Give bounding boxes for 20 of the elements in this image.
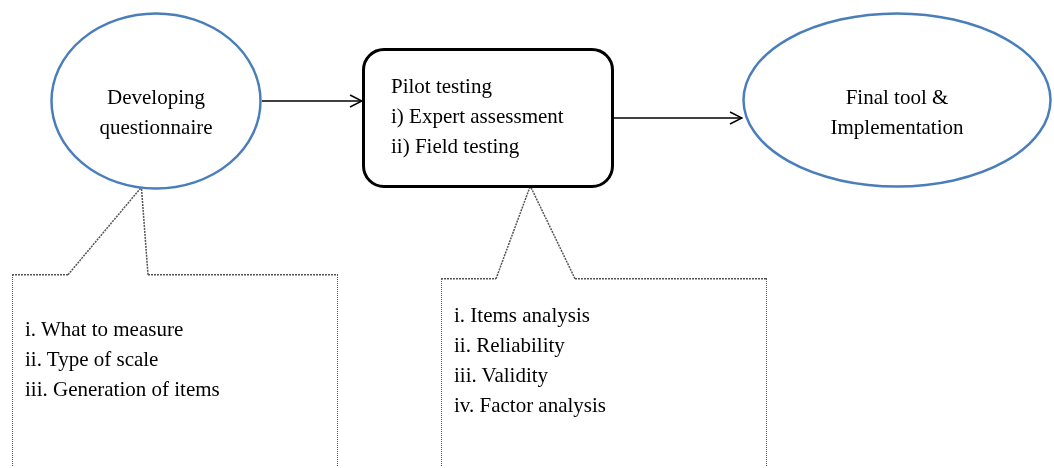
list-item: iii. Generation of items	[25, 376, 221, 403]
callout-box	[441, 278, 767, 466]
arrow	[261, 94, 363, 108]
list-item: ii. Type of scale	[25, 346, 160, 373]
list-item: i. Items analysis	[454, 302, 591, 329]
node-text: ii) Field testing	[391, 133, 521, 160]
leader-line	[67, 186, 149, 276]
node-text: i) Expert assessment	[391, 103, 565, 130]
list-item: iii. Validity	[454, 362, 550, 389]
arrow	[613, 111, 743, 125]
process-ellipse	[742, 12, 1052, 188]
node-label: Pilot testing	[391, 73, 493, 100]
list-item: ii. Reliability	[454, 332, 566, 359]
node-label: Developing questionnaire	[98, 84, 214, 141]
node-label: Final tool & Implementation	[829, 84, 965, 141]
list-item: iv. Factor analysis	[454, 392, 608, 419]
process-ellipse	[50, 12, 262, 190]
list-item: i. What to measure	[25, 316, 185, 343]
callout-box	[12, 274, 338, 466]
process-box	[362, 48, 614, 188]
